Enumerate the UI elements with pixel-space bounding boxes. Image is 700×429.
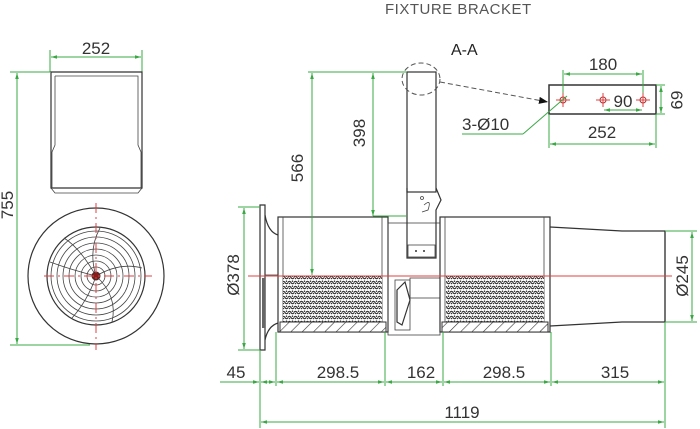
side-view: A-A — [248, 42, 672, 351]
bracket-width-label: 252 — [588, 123, 616, 142]
overall-length-label: 1119 — [444, 403, 479, 422]
bracket-height-label: 69 — [667, 91, 686, 110]
segment-162-label: 162 — [407, 363, 435, 382]
section-label: A-A — [451, 42, 478, 59]
hole-middle — [596, 93, 610, 107]
height-398-label: 398 — [350, 119, 369, 147]
segment-298-5-label-1: 298.5 — [317, 363, 360, 382]
side-view-dimensions: 566 398 Ø378 Ø245 45 298.5 162 298.5 315 — [220, 71, 697, 428]
height-566-label: 566 — [288, 154, 307, 182]
bracket-detail: 180 90 69 252 3-Ø10 — [462, 55, 686, 148]
front-height-label: 755 — [0, 191, 17, 219]
holes-note-label: 3-Ø10 — [462, 115, 509, 134]
segment-45-label: 45 — [227, 363, 246, 382]
segment-298-5-label-2: 298.5 — [483, 363, 526, 382]
front-width-label: 252 — [82, 39, 110, 58]
hole-right — [636, 93, 650, 107]
drawing-title: FIXTURE BRACKET — [385, 1, 532, 18]
segment-315-label: 315 — [601, 363, 629, 382]
inlet-diameter-label: Ø378 — [224, 254, 243, 296]
outlet-diameter-label: Ø245 — [673, 255, 692, 297]
front-view: 252 755 — [0, 39, 165, 350]
hole-spacing-180-label: 180 — [589, 55, 617, 74]
hole-spacing-90-label: 90 — [614, 92, 633, 111]
